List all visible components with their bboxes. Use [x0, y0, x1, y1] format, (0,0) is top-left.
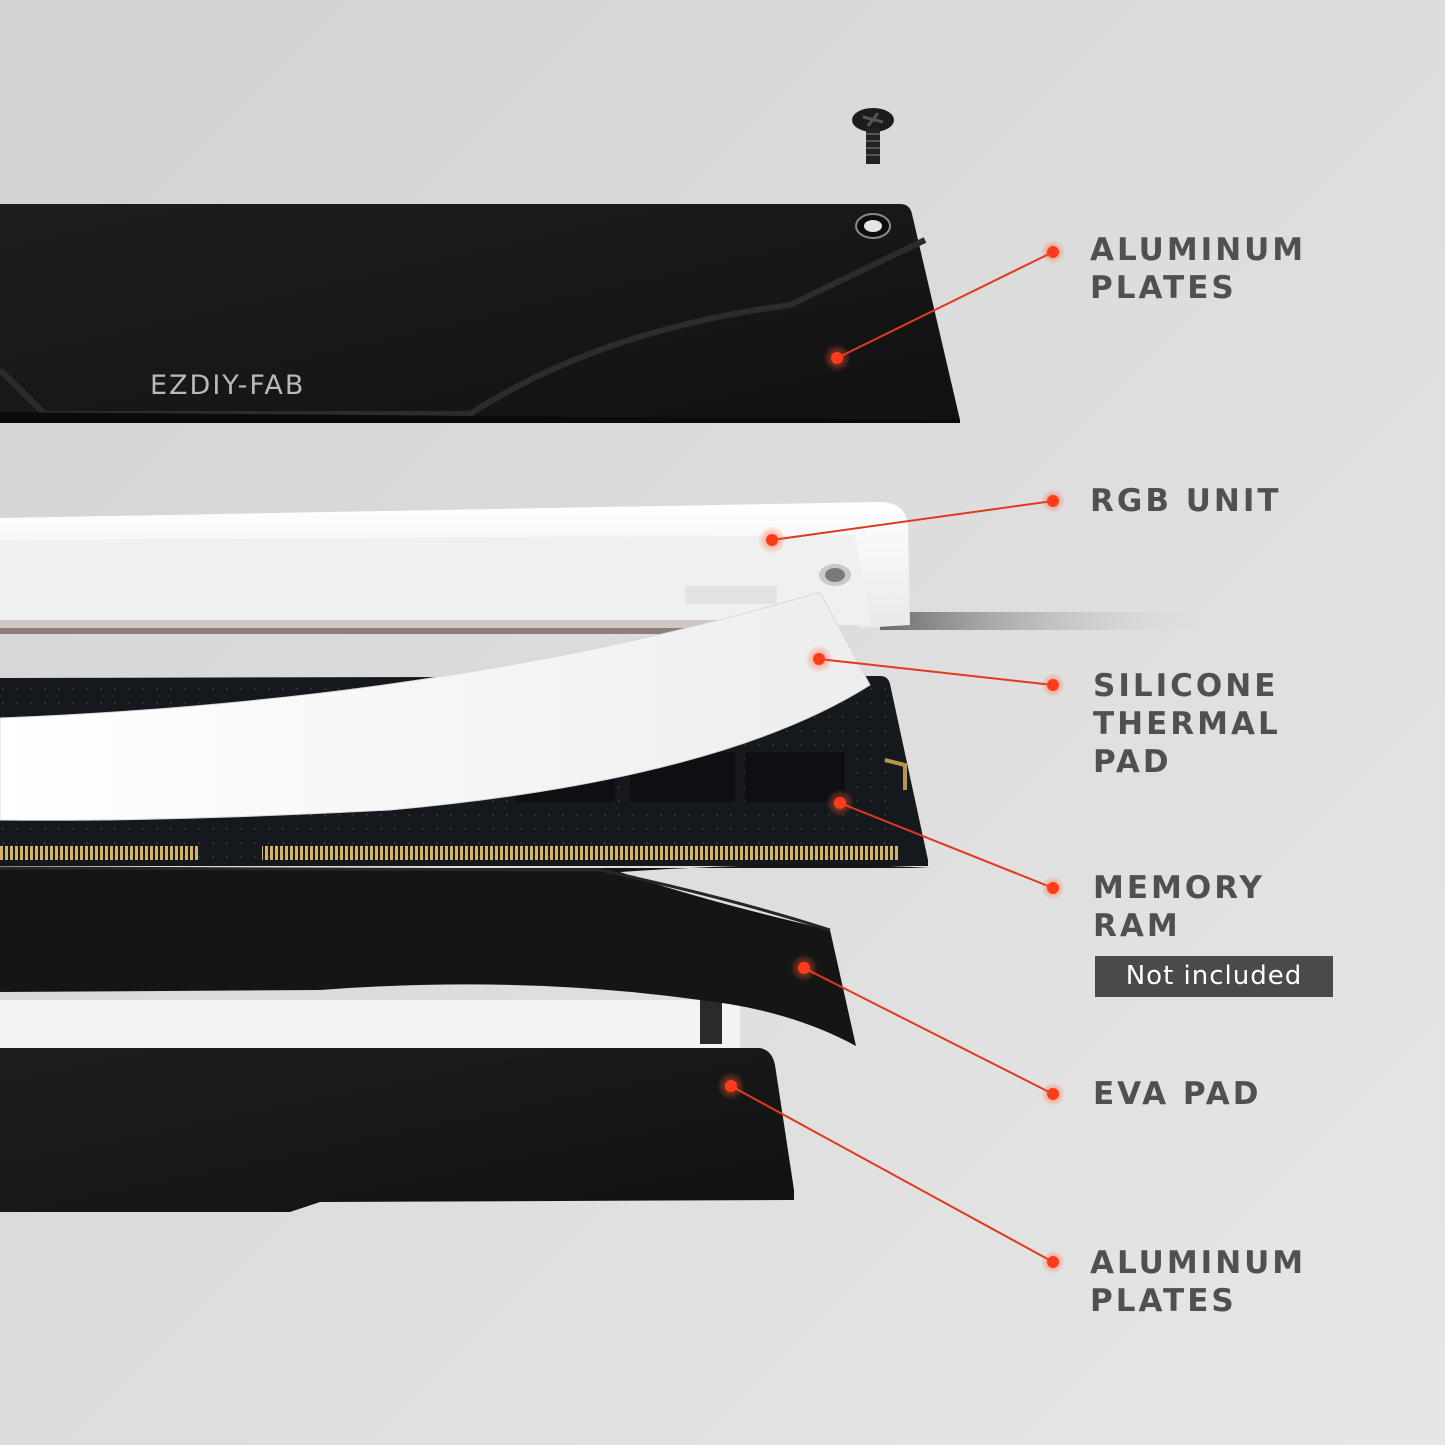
callout-dot-eva-pad-part [790, 954, 818, 982]
callout-label-line: ALUMINUM [1090, 1245, 1307, 1281]
rgb-unit [0, 502, 1200, 634]
screw [852, 108, 894, 164]
callout-dots [717, 240, 1065, 1274]
callout-label-rgb-unit: RGB UNIT [1090, 482, 1282, 520]
callout-label-memory-ram: MEMORY RAM [1093, 869, 1265, 945]
callout-label-line: ALUMINUM [1090, 232, 1307, 268]
callout-label-silicone-pad: SILICONE THERMAL PAD [1093, 667, 1281, 781]
callout-label-line: RGB UNIT [1090, 483, 1282, 519]
brand-logo: EZDIY-FAB [150, 370, 305, 401]
callout-dot-bottom-aluminum-part [717, 1072, 745, 1100]
callout-line-memory-ram [839, 802, 1054, 889]
callout-line-bottom-aluminum [730, 1085, 1054, 1263]
bottom-aluminum-plate [0, 982, 794, 1212]
callout-dot-eva-pad-label [1041, 1082, 1065, 1106]
callout-label-eva-pad: EVA PAD [1093, 1075, 1261, 1113]
callout-label-line: RAM [1093, 908, 1181, 944]
callout-dot-rgb-unit-part [758, 526, 786, 554]
callout-dot-memory-ram-label [1041, 876, 1065, 900]
callout-dot-bottom-aluminum-label [1041, 1250, 1065, 1274]
callout-line-rgb-unit [771, 500, 1054, 541]
callout-label-line: MEMORY [1093, 870, 1265, 906]
callout-dot-top-aluminum-part [823, 344, 851, 372]
rgb-cable [880, 612, 1200, 630]
callout-label-line: SILICONE [1093, 668, 1279, 704]
callout-line-top-aluminum [836, 251, 1054, 359]
silicone-thermal-pad [0, 591, 871, 821]
callout-dot-rgb-unit-label [1041, 489, 1065, 513]
callout-label-line: PAD [1093, 744, 1172, 780]
callout-label-line: EVA PAD [1093, 1076, 1262, 1112]
gold-contacts-right [262, 846, 898, 860]
callout-dot-silicone-pad-label [1041, 673, 1065, 697]
callout-label-line: THERMAL [1093, 706, 1281, 742]
callout-label-top-aluminum: ALUMINUM PLATES [1090, 231, 1306, 307]
not-included-badge: Not included [1095, 956, 1333, 997]
callout-line-silicone-pad [818, 658, 1054, 686]
callout-line-eva-pad [803, 967, 1054, 1095]
top-aluminum-plate: EZDIY-FAB [0, 204, 960, 423]
callout-label-bottom-aluminum: ALUMINUM PLATES [1090, 1244, 1306, 1320]
callout-label-line: PLATES [1090, 1283, 1237, 1319]
callout-dot-memory-ram-part [826, 789, 854, 817]
eva-pad [0, 864, 930, 1046]
callout-dot-silicone-pad-part [805, 645, 833, 673]
callout-label-line: PLATES [1090, 270, 1237, 306]
callout-lines [730, 251, 1054, 1263]
gold-contacts-left [0, 846, 200, 860]
callout-dot-top-aluminum-label [1041, 240, 1065, 264]
